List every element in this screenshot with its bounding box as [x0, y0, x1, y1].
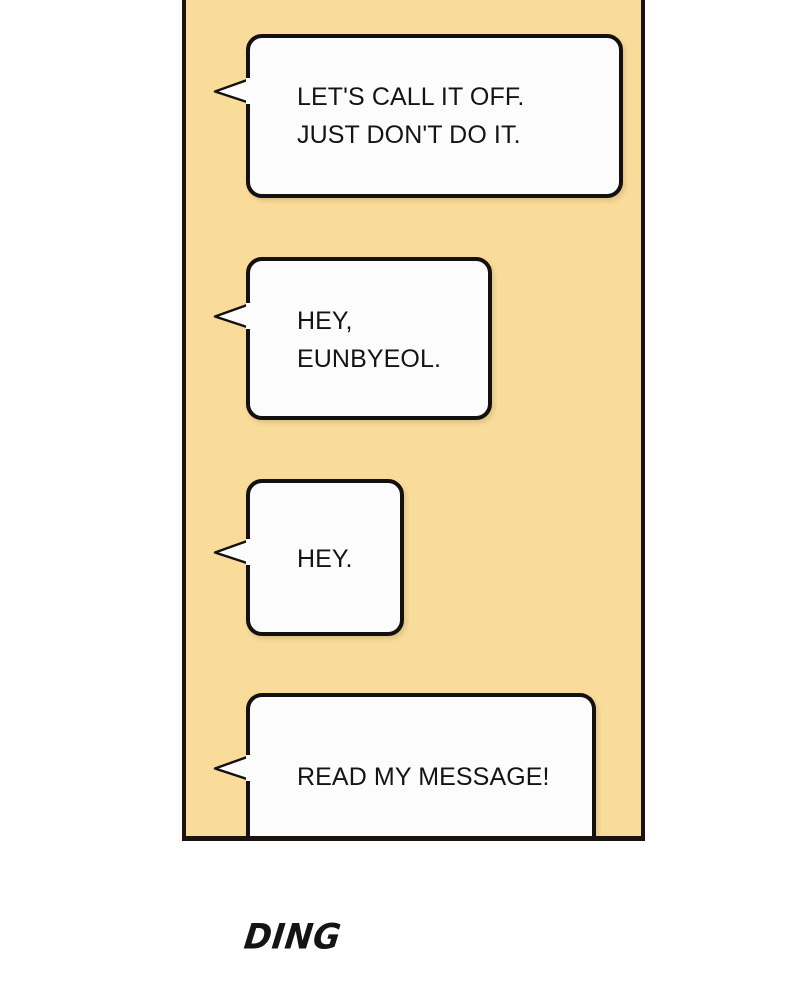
- speech-bubble-1-text: LET'S CALL IT OFF. JUST DON'T DO IT.: [297, 83, 525, 149]
- speech-bubble-tail-icon: [213, 538, 252, 566]
- speech-bubble-tail-icon: [213, 754, 252, 782]
- sound-effect-ding: DING: [242, 915, 344, 957]
- speech-bubble-4-text: READ MY MESSAGE!: [297, 763, 550, 791]
- speech-bubble-1: LET'S CALL IT OFF. JUST DON'T DO IT.: [213, 34, 623, 198]
- speech-bubble-tail-icon: [213, 77, 252, 105]
- speech-bubble-2: HEY, EUNBYEOL.: [213, 257, 492, 420]
- speech-bubble-4: READ MY MESSAGE!: [213, 693, 596, 836]
- speech-bubble-2-text: HEY, EUNBYEOL.: [297, 307, 442, 373]
- speech-bubble-3-text: HEY.: [297, 545, 353, 573]
- speech-bubble-tail-icon: [213, 302, 252, 330]
- speech-bubble-3: HEY.: [213, 479, 404, 636]
- comic-panel: LET'S CALL IT OFF. JUST DON'T DO IT. HEY…: [182, 0, 645, 841]
